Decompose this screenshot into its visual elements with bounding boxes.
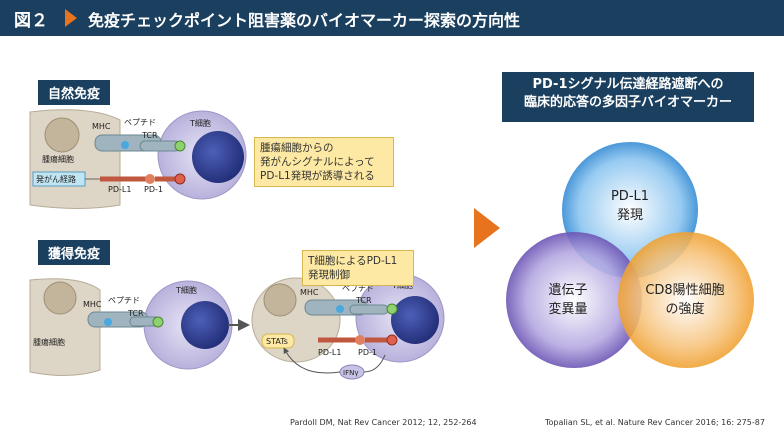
venn-circle-mutation bbox=[506, 232, 642, 368]
big-right-arrow-icon bbox=[474, 208, 500, 248]
citation-left: Pardoll DM, Nat Rev Cancer 2012; 12, 252… bbox=[290, 418, 477, 427]
acquired-mhc-label: MHC bbox=[83, 300, 102, 309]
citation-right: Topalian SL, et al. Nature Rev Cancer 20… bbox=[545, 418, 765, 427]
natural-minus-icon bbox=[174, 173, 186, 185]
acquired-t-cell-label: T細胞 bbox=[175, 285, 197, 295]
natural-mhc-label: MHC bbox=[92, 122, 111, 131]
immunity-diagram: 腫瘍細胞 発がん経路 T細胞 MHC ペプチド TCR PD-L1 PD-1 腫… bbox=[29, 109, 445, 380]
venn-label-mutation: 遺伝子 変異量 bbox=[548, 283, 588, 317]
venn-label-pdl1: PD-L1 発現 bbox=[610, 189, 650, 223]
acquired-2-peptide-label: ペプチド bbox=[342, 284, 374, 293]
natural-tumor-label: 腫瘍細胞 bbox=[42, 154, 74, 164]
natural-pdl1-label: PD-L1 bbox=[108, 185, 131, 194]
figure-label: 図２ bbox=[14, 11, 48, 31]
right-title-box: PD-1シグナル伝達経路遮断への 臨床的応答の多因子バイオマーカー bbox=[502, 72, 754, 122]
acquired-tumor-label: 腫瘍細胞 bbox=[33, 337, 65, 347]
section-label-natural: 自然免疫 bbox=[38, 80, 111, 105]
natural-tcr-label: TCR bbox=[141, 131, 158, 140]
natural-t-cell-label: T細胞 bbox=[189, 118, 211, 128]
figure-arrow-icon bbox=[65, 9, 77, 27]
acquired-note: T細胞によるPD-L1 発現制御 bbox=[302, 250, 414, 286]
acquired-pdl1-label: PD-L1 bbox=[318, 348, 341, 357]
ifn-feedback-arrow bbox=[283, 347, 341, 374]
natural-note: 腫瘍細胞からの 発がんシグナルによって PD-L1発現が誘導される bbox=[254, 137, 394, 187]
acquired-pd1-label: PD-1 bbox=[358, 348, 377, 357]
stats-label: STATs bbox=[266, 337, 288, 346]
acquired-2-tcr-label: TCR bbox=[355, 296, 372, 305]
section-label-acquired: 獲得免疫 bbox=[38, 240, 111, 265]
natural-plus-icon bbox=[174, 140, 186, 152]
header-bar: 図２ 免疫チェックポイント阻害薬のバイオマーカー探索の方向性 bbox=[0, 0, 784, 36]
stats-box bbox=[261, 333, 295, 349]
venn-diagram bbox=[506, 142, 754, 368]
acquired-plus-icon bbox=[152, 316, 164, 328]
venn-circle-cd8 bbox=[618, 232, 754, 368]
ifn-label: IFNγ bbox=[343, 369, 358, 377]
venn-label-cd8: CD8陽性細胞 の強度 bbox=[645, 283, 725, 317]
natural-peptide bbox=[121, 141, 129, 149]
acquired-minus-icon bbox=[386, 334, 398, 346]
acquired-2-mhc-label: MHC bbox=[300, 288, 319, 297]
natural-peptide-label: ペプチド bbox=[124, 118, 156, 127]
acquired-tcr-label: TCR bbox=[127, 309, 144, 318]
acquired-tumor-cell bbox=[29, 278, 101, 377]
acquired-peptide-label: ペプチド bbox=[108, 296, 140, 305]
natural-oncogenic-label: 発がん経路 bbox=[36, 174, 76, 184]
acquired-2-plus-icon bbox=[386, 303, 398, 315]
natural-tcr bbox=[139, 140, 181, 152]
page-title: 免疫チェックポイント阻害薬のバイオマーカー探索の方向性 bbox=[88, 11, 521, 30]
natural-pd1-label: PD-1 bbox=[144, 185, 163, 194]
